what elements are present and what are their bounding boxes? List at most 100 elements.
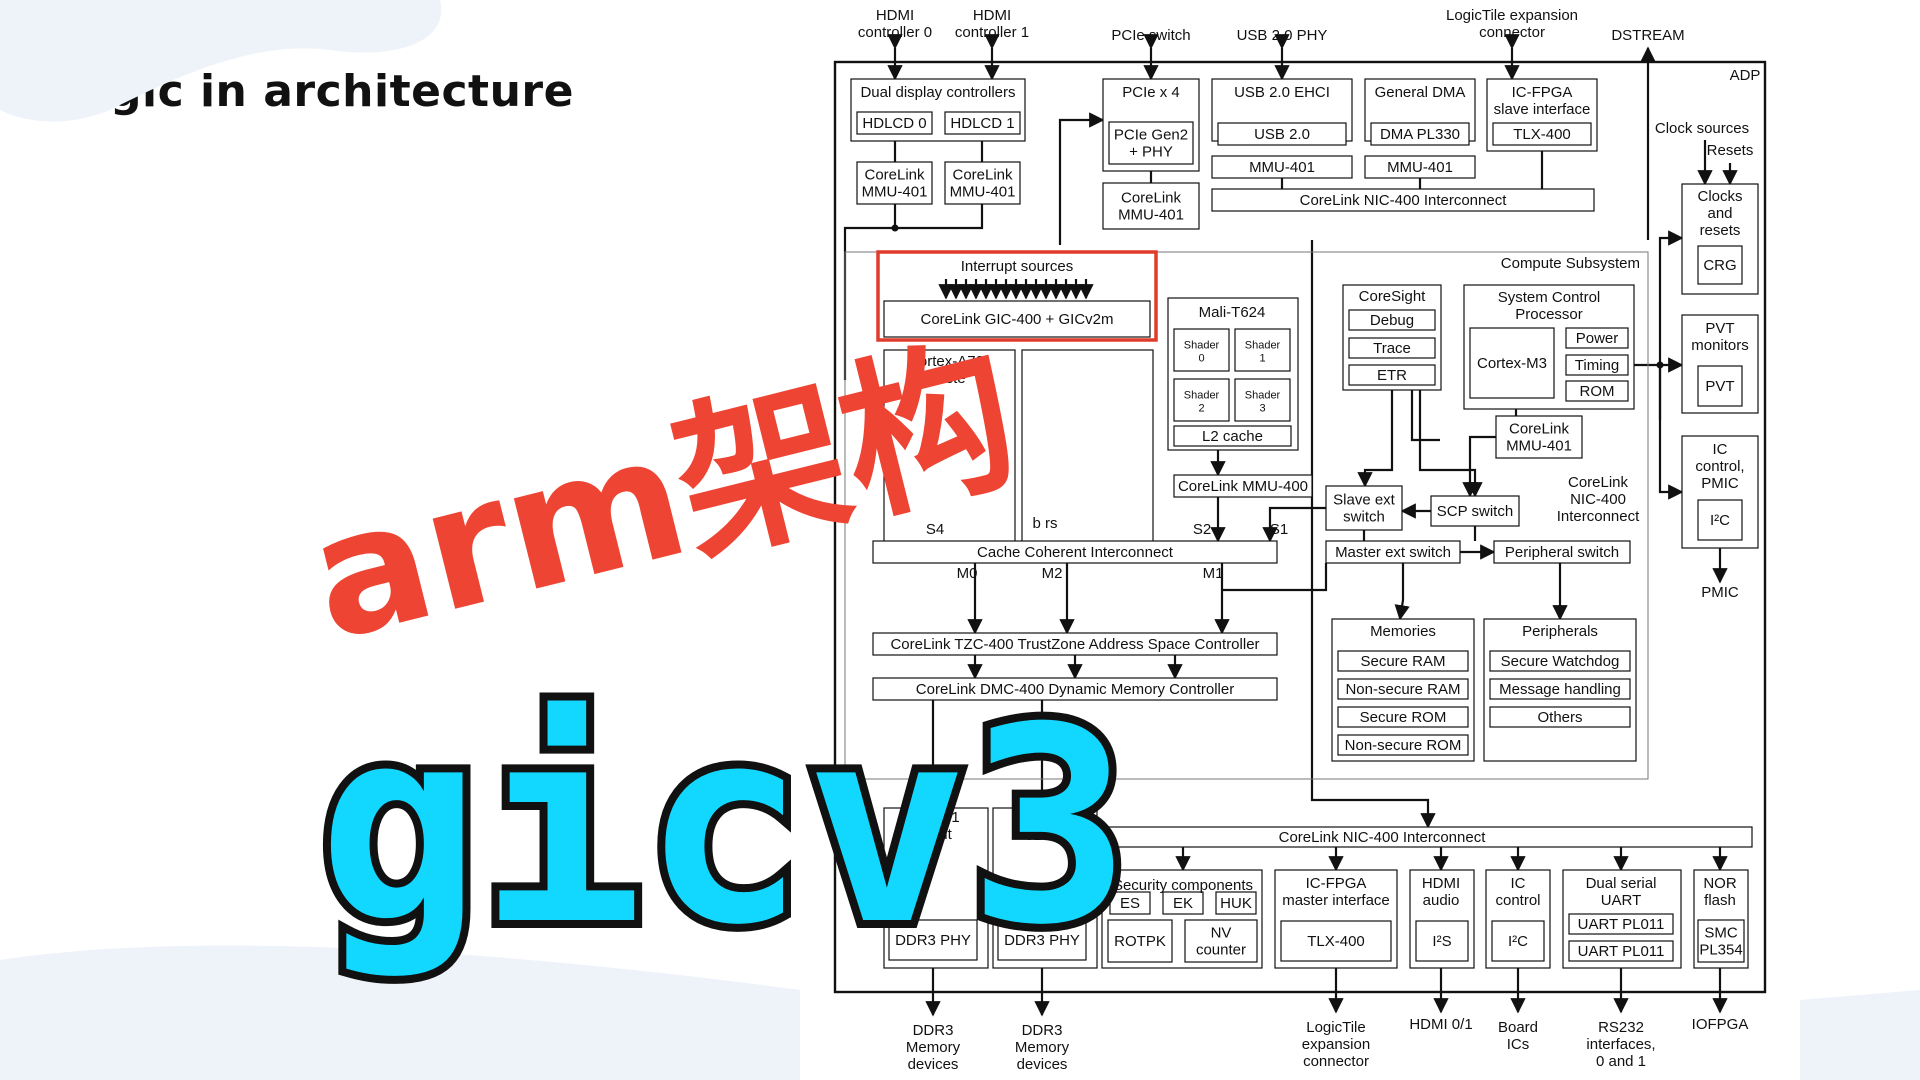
ddr3-phy-a-box-label: DDR3 PHY <box>895 932 971 949</box>
uart0-box-label: UART PL011 <box>1578 916 1665 933</box>
periph-switch-box <box>1493 540 1631 564</box>
periph-item-1-box-label: Message handling <box>1499 681 1621 698</box>
bg-blob-bottom <box>0 945 800 1080</box>
nv-counter-box <box>1184 919 1258 963</box>
periph-item-1-box <box>1489 678 1631 700</box>
cortex-a72-cluster-0 <box>883 349 1016 561</box>
ddr3-b-label: 32-b <box>1025 827 1055 844</box>
mem-item-1-box <box>1337 678 1469 700</box>
pcie-gen2-box <box>1108 121 1194 165</box>
tlx400-top-box <box>1492 122 1592 146</box>
etr-box <box>1348 364 1436 386</box>
shader-3-box <box>1234 378 1291 422</box>
pmic-label: PMIC <box>1701 584 1739 601</box>
cci-box <box>872 540 1278 564</box>
ddr3-phy-b-box-label: DDR3 PHY <box>1004 932 1080 949</box>
adp-label: ADP <box>1730 67 1761 84</box>
right-bus-crg <box>1658 230 1684 420</box>
bg-blob-top-left <box>0 0 442 122</box>
i2c-bottom-box-label: I²C <box>1508 933 1528 950</box>
clock-sources-label: Clock sources <box>1655 120 1749 137</box>
crg-box-label: CRG <box>1703 257 1736 274</box>
mem-item-3-box <box>1337 734 1469 756</box>
slave-to-s1 <box>1262 506 1326 543</box>
pvt-monitors-box <box>1681 314 1759 414</box>
bg-blob-bottom-right <box>1800 990 1920 1080</box>
port-m0-label: M0 <box>957 565 978 582</box>
i2c-right-box <box>1697 499 1743 541</box>
pvt-box <box>1697 365 1743 407</box>
m1-to-master-ext <box>1222 563 1328 592</box>
mem-item-3-box-label: Non-secure ROM <box>1345 737 1462 754</box>
uart0-box <box>1568 913 1674 935</box>
huk-box-label: HUK <box>1220 895 1252 912</box>
tzc400-box <box>872 632 1278 656</box>
etr-to-slave <box>1357 390 1394 488</box>
etr-box-label: ETR <box>1377 367 1407 384</box>
i2s-box-label: I²S <box>1432 933 1451 950</box>
ek-box <box>1162 891 1204 915</box>
mmu-b-box <box>944 161 1021 205</box>
master-ext-box <box>1325 540 1461 564</box>
mmu-dma-box-label: MMU-401 <box>1387 159 1453 176</box>
coresight-label: CoreSight <box>1359 288 1427 305</box>
interrupt-sources-label: Interrupt sources <box>961 258 1074 275</box>
debug-box <box>1348 309 1436 331</box>
compute-to-nic-bottom <box>1310 240 1436 829</box>
cortex-a72-cluster-1 <box>1021 349 1154 561</box>
scp-switch-box <box>1430 495 1520 527</box>
iofpga-label: IOFPGA <box>1692 1016 1749 1033</box>
uart1-box <box>1568 940 1674 962</box>
ddr3-phy-b-box <box>997 919 1087 961</box>
nic400-top-box <box>1211 188 1595 212</box>
cortex-m3-box-label: Cortex-M3 <box>1477 355 1547 372</box>
i2s-box <box>1415 920 1469 962</box>
dma-pl330-box <box>1370 122 1470 146</box>
scp-switch-box-label: SCP switch <box>1437 503 1513 520</box>
trace-box <box>1348 337 1436 359</box>
mmu-scp-to-switch <box>1462 435 1496 498</box>
compute-subsystem-label: Compute Subsystem <box>1501 255 1640 272</box>
hdmi01-label: HDMI 0/1 <box>1409 1016 1472 1033</box>
dmc400-box-label: CoreLink DMC-400 Dynamic Memory Controll… <box>916 681 1234 698</box>
mmu-a-box <box>856 161 933 205</box>
cci-box-label: Cache Coherent Interconnect <box>977 544 1174 561</box>
slave-ext-box <box>1325 485 1403 531</box>
l2-cache-box-label: L2 cache <box>1202 428 1263 445</box>
smc-box <box>1697 919 1745 963</box>
usb20-box-label: USB 2.0 <box>1254 126 1310 143</box>
port-s1-label: S1 <box>1270 521 1288 538</box>
crg-box <box>1697 245 1743 285</box>
periph-item-0-box <box>1489 650 1631 672</box>
bars-label: b rs <box>1032 515 1057 532</box>
pcie-feed-line <box>1058 112 1105 245</box>
port-s4-label: S4 <box>926 521 944 538</box>
mem-item-0-box-label: Secure RAM <box>1360 653 1445 670</box>
periph-item-2-box <box>1489 706 1631 728</box>
usb-phy-label: USB 2.0 PHY <box>1237 27 1328 44</box>
pcie-x4-label: PCIe x 4 <box>1122 84 1180 101</box>
resets-label: Resets <box>1707 142 1754 159</box>
debug-box-label: Debug <box>1370 312 1414 329</box>
gic-highlight <box>876 250 1158 342</box>
